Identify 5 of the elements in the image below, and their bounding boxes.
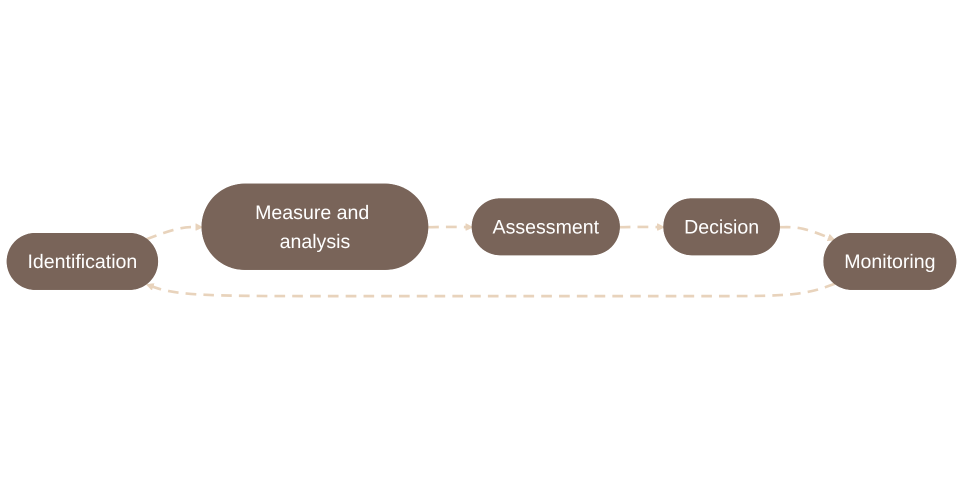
arrow bbox=[780, 226, 836, 241]
arrow bbox=[428, 223, 474, 231]
arrow bbox=[146, 282, 836, 298]
arrow bbox=[620, 223, 665, 231]
arrow bbox=[146, 223, 203, 240]
